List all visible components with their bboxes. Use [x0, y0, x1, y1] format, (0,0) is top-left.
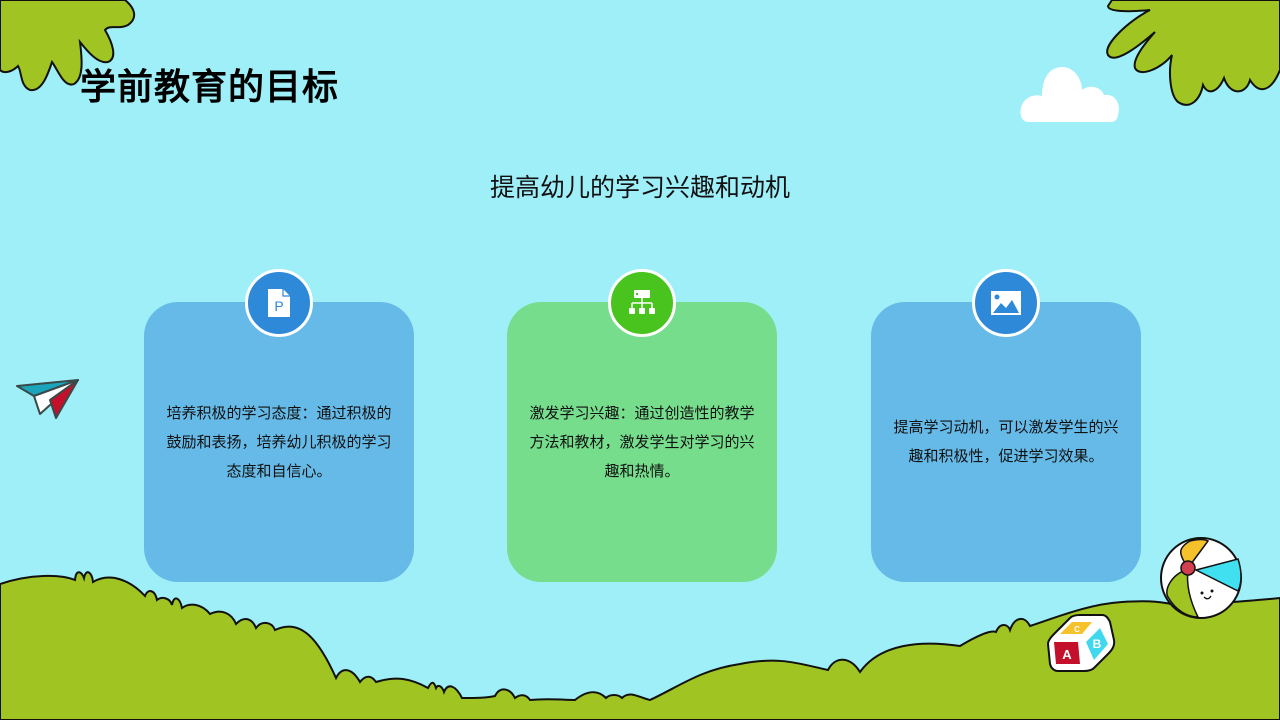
hierarchy-icon	[629, 290, 655, 314]
beach-ball-decoration	[1160, 537, 1242, 619]
goal-card-3: 提高学习动机，可以激发学生的兴趣和积极性，促进学习效果。	[871, 302, 1141, 582]
goal-card-1-badge: P	[245, 269, 313, 337]
goal-card-2-text: 激发学习兴趣：通过创造性的教学方法和教材，激发学生对学习的兴趣和热情。	[529, 404, 755, 480]
cloud-decoration	[1020, 67, 1119, 122]
svg-text:P: P	[274, 298, 283, 314]
goal-card-1-text: 培养积极的学习态度：通过积极的鼓励和表扬，培养幼儿积极的学习态度和自信心。	[166, 404, 392, 480]
goal-card-2-badge	[608, 269, 676, 337]
document-p-icon: P	[268, 289, 290, 317]
bush-top-left-decoration	[0, 0, 136, 92]
block-letter-c: C	[1074, 625, 1080, 634]
paper-plane-decoration	[16, 379, 79, 419]
page-title: 学前教育的目标	[80, 66, 340, 107]
block-letter-a: A	[1062, 647, 1072, 662]
goal-card-1: 培养积极的学习态度：通过积极的鼓励和表扬，培养幼儿积极的学习态度和自信心。	[144, 302, 414, 582]
bush-top-right-decoration	[1106, 0, 1280, 106]
image-icon	[991, 291, 1021, 315]
goal-card-3-badge	[972, 269, 1040, 337]
grass-hills-decoration	[0, 571, 1280, 720]
abc-block-decoration: C A B	[1046, 614, 1116, 672]
goal-card-3-text: 提高学习动机，可以激发学生的兴趣和积极性，促进学习效果。	[893, 419, 1119, 465]
goal-card-2: 激发学习兴趣：通过创造性的教学方法和教材，激发学生对学习的兴趣和热情。	[507, 302, 777, 582]
section-subtitle: 提高幼儿的学习兴趣和动机	[489, 174, 790, 202]
block-letter-b: B	[1093, 637, 1102, 651]
